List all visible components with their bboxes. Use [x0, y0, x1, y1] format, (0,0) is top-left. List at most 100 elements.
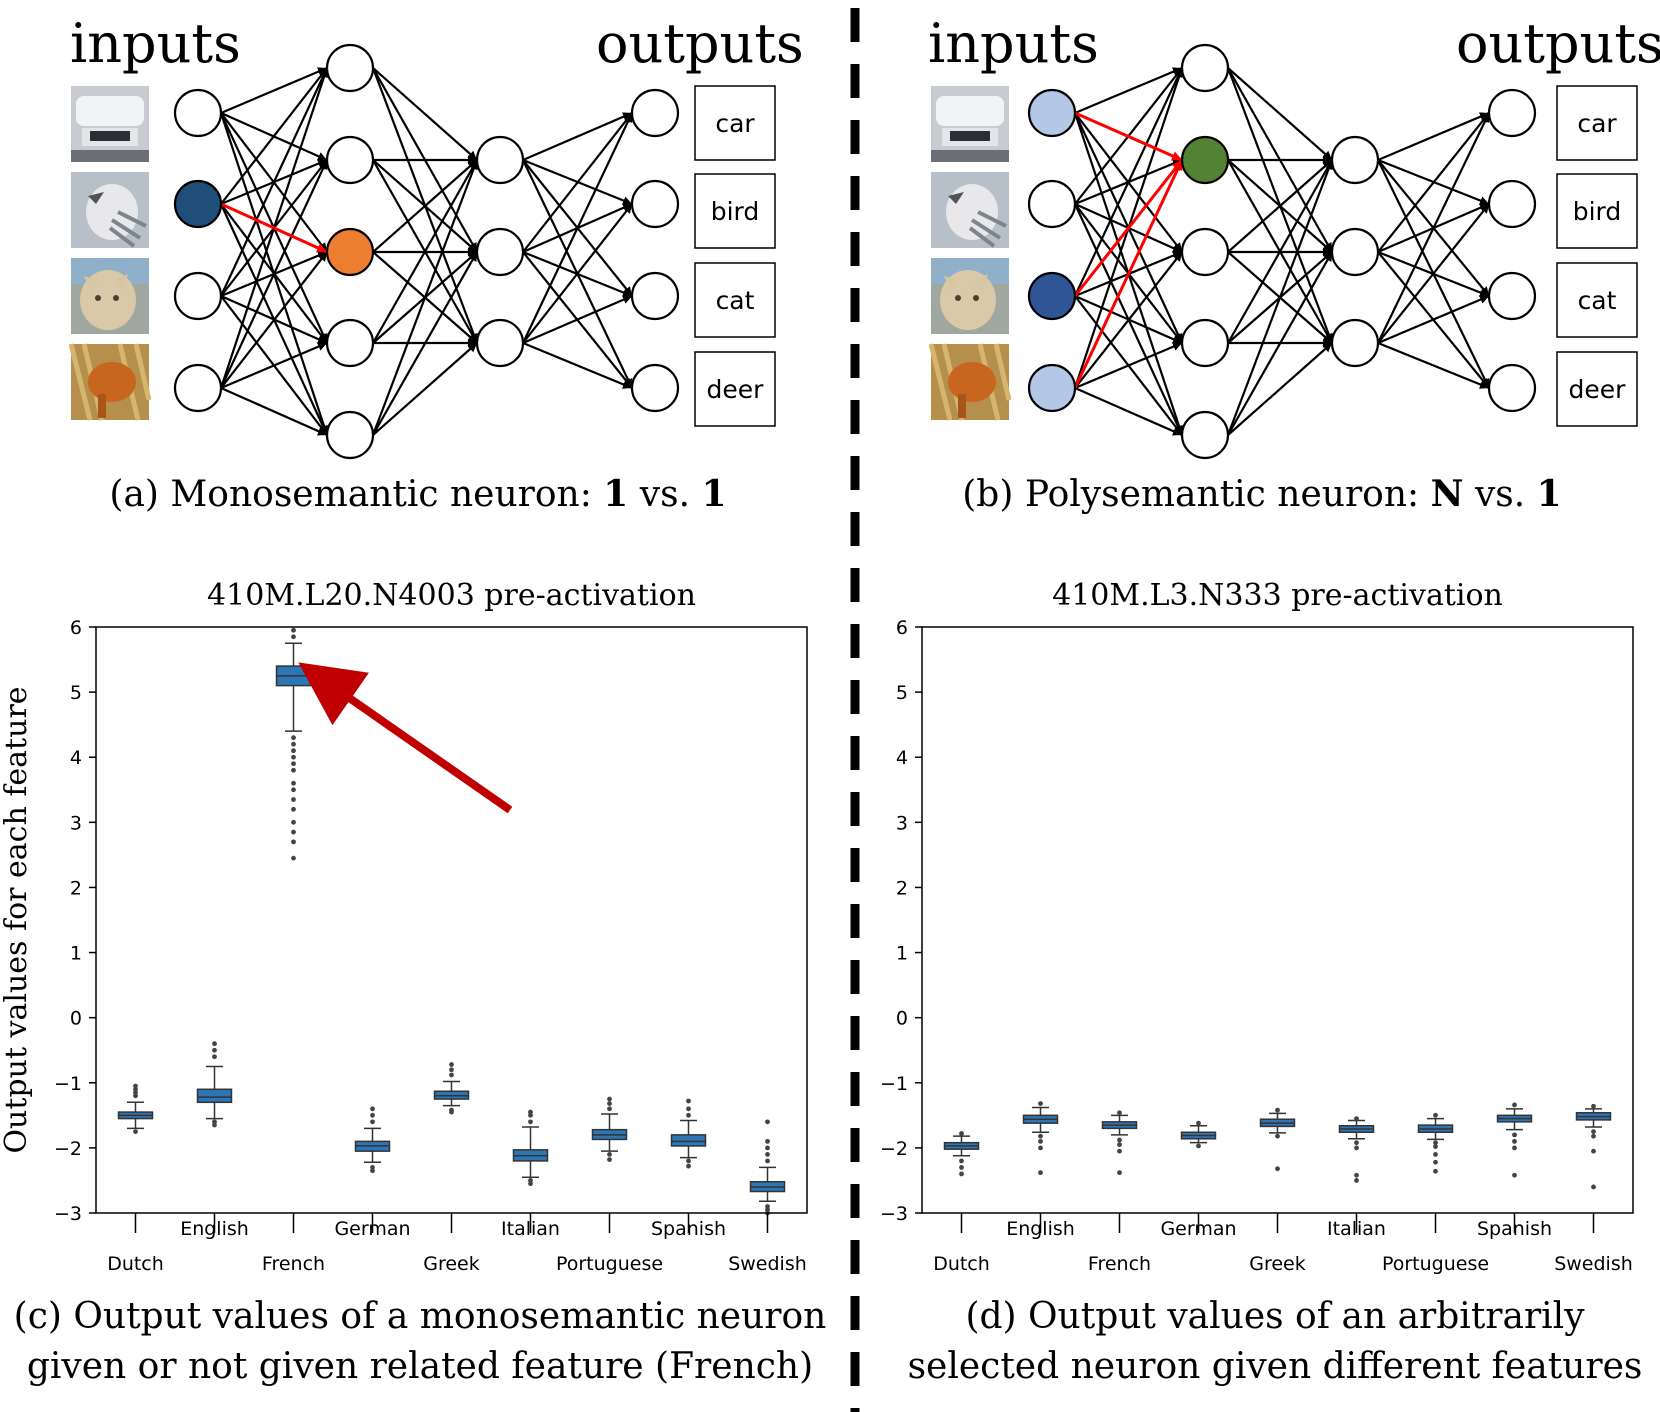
- car-image: [71, 86, 149, 162]
- x-tick-label: Italian: [501, 1218, 560, 1240]
- class-label-deer: deer: [707, 375, 765, 404]
- outlier-point: [291, 634, 296, 640]
- input-node: [173, 88, 223, 138]
- outlier-point: [291, 735, 296, 741]
- outlier-point: [1591, 1129, 1596, 1135]
- cat-image: [71, 258, 149, 334]
- x-tick-label: English: [180, 1218, 249, 1240]
- outlier-point: [291, 767, 296, 773]
- x-tick-label: Portuguese: [1382, 1253, 1489, 1275]
- outlier-point: [212, 1054, 217, 1060]
- outlier-point: [212, 1122, 217, 1128]
- outlier-point: [212, 1047, 217, 1053]
- active-input-node: [173, 179, 223, 229]
- outlier-point: [1354, 1172, 1359, 1178]
- output-node: [630, 88, 680, 138]
- hidden-node: [325, 135, 375, 185]
- outlier-point: [1117, 1137, 1122, 1143]
- hidden-node: [1330, 227, 1380, 277]
- panel-b-input-images: [928, 86, 1012, 421]
- box-italian: [1338, 1116, 1375, 1183]
- outlier-point: [1354, 1145, 1359, 1151]
- y-tick-label: 0: [70, 1008, 82, 1030]
- box-german: [354, 1106, 391, 1174]
- car-image: [931, 86, 1009, 162]
- chart-c-caption-line2: given or not given related feature (Fren…: [27, 1346, 813, 1387]
- outlier-point: [291, 787, 296, 793]
- y-tick-label: 5: [896, 682, 908, 704]
- hidden-node: [1180, 318, 1230, 368]
- box-greek: [1259, 1107, 1296, 1172]
- box-spanish: [1496, 1102, 1533, 1178]
- outlier-point: [291, 761, 296, 767]
- panel-b-class-boxes: car bird cat deer: [1556, 85, 1638, 427]
- x-tick-label: French: [1088, 1253, 1151, 1275]
- outlier-point: [291, 748, 296, 754]
- outlier-point: [291, 741, 296, 747]
- panel-b-inputs-label: inputs: [928, 12, 1099, 75]
- outlier-point: [1038, 1145, 1043, 1151]
- x-tick-label: English: [1006, 1218, 1075, 1240]
- outlier-point: [1512, 1172, 1517, 1178]
- outlier-point: [1117, 1142, 1122, 1148]
- box-french: [1101, 1110, 1138, 1176]
- panel-b-outputs-label: outputs: [1456, 12, 1660, 75]
- outlier-point: [686, 1158, 691, 1164]
- deer-image: [68, 343, 152, 421]
- y-tick-label: 1: [70, 943, 82, 965]
- panel-a-inputs-label: inputs: [70, 12, 241, 75]
- outlier-point: [686, 1098, 691, 1104]
- outlier-point: [1038, 1170, 1043, 1176]
- outlier-point: [1433, 1159, 1438, 1165]
- iqr-box: [196, 1088, 233, 1104]
- chart-d-caption-line2: selected neuron given different features: [908, 1346, 1643, 1387]
- class-label-deer: deer: [1569, 375, 1627, 404]
- x-tick-label: Swedish: [728, 1253, 807, 1275]
- x-tick-label: Greek: [423, 1253, 480, 1275]
- box-french: [275, 627, 312, 861]
- outlier-point: [370, 1119, 375, 1125]
- x-tick-label: German: [1160, 1218, 1236, 1240]
- outlier-point: [291, 829, 296, 835]
- outlier-point: [1512, 1145, 1517, 1151]
- input-node: [173, 271, 223, 321]
- outlier-point: [291, 797, 296, 802]
- panel-b-caption: (b) Polysemantic neuron: N vs. 1: [962, 473, 1561, 515]
- chart-c-caption-line1: (c) Output values of a monosemantic neur…: [14, 1296, 827, 1337]
- outlier-point: [291, 806, 296, 812]
- outlier-point: [1275, 1166, 1280, 1172]
- box-portuguese: [591, 1096, 628, 1163]
- panel-a-class-boxes: car bird cat deer: [694, 85, 776, 427]
- outlier-point: [528, 1109, 533, 1115]
- panel-a-caption: (a) Monosemantic neuron: 1 vs. 1: [109, 473, 726, 515]
- x-tick-label: Swedish: [1554, 1253, 1633, 1275]
- outlier-point: [1038, 1101, 1043, 1107]
- outlier-point: [1196, 1120, 1201, 1126]
- y-tick-label: −2: [880, 1138, 908, 1160]
- box-dutch: [943, 1131, 980, 1177]
- hidden-node: [1330, 318, 1380, 368]
- chart-title: 410M.L20.N4003 pre-activation: [207, 578, 696, 613]
- output-node: [1487, 179, 1537, 229]
- x-tick-label: Spanish: [651, 1218, 726, 1240]
- y-tick-label: −2: [54, 1138, 82, 1160]
- outlier-point: [607, 1096, 612, 1102]
- hidden-node: [1180, 410, 1230, 460]
- outlier-point: [765, 1158, 770, 1164]
- outlier-point: [370, 1168, 375, 1174]
- outlier-point: [686, 1106, 691, 1112]
- outlier-point: [607, 1101, 612, 1107]
- input-node: [173, 363, 223, 413]
- input-node: [1027, 179, 1077, 229]
- outlier-point: [1433, 1140, 1438, 1146]
- outlier-point: [1433, 1112, 1438, 1118]
- panel-b: inputs outputs: [928, 12, 1660, 515]
- class-label-cat: cat: [716, 286, 755, 315]
- active-input-node: [1027, 363, 1077, 413]
- outlier-point: [959, 1158, 964, 1164]
- outlier-point: [1433, 1144, 1438, 1149]
- hidden-node: [475, 227, 525, 277]
- y-tick-label: 3: [70, 812, 82, 834]
- outlier-point: [959, 1171, 964, 1177]
- polysemantic-neuron: [1180, 135, 1230, 185]
